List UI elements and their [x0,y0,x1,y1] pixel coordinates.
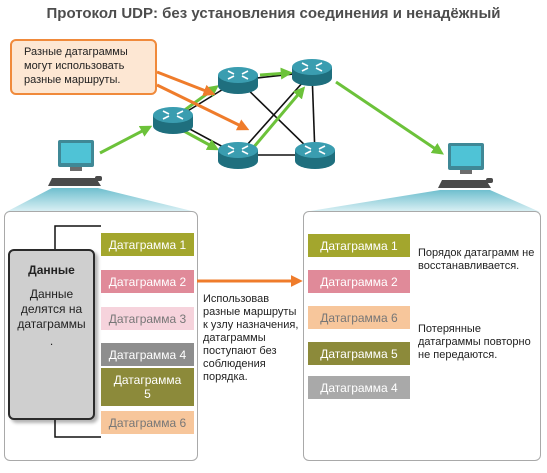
datagram-left: Датаграмма 1 [101,233,194,256]
datagram-left: Датаграмма 2 [101,270,194,293]
datagram-right: Датаграмма 1 [308,234,410,257]
data-dot: . [49,334,54,348]
datagram-right: Датаграмма 4 [308,376,410,399]
data-description: Данные делятся на датаграммы [17,287,86,331]
datagram-right: Датаграмма 6 [308,306,410,329]
lost-note: Потерянные датаграммы повторно не переда… [418,323,531,361]
datagram-right: Датаграмма 2 [308,270,410,293]
datagram-left: Датаграмма 6 [101,411,194,434]
datagram-right: Датаграмма 5 [308,342,410,365]
reorder-explanation: Использовав разные маршруты к узлу назна… [203,293,299,383]
order-note: Порядок датаграмм не восстанавливается. [418,247,535,272]
page-title: Протокол UDP: без установления соединени… [46,5,501,22]
path-arrows [99,67,444,155]
routes-note: Разные датаграммы могут использовать раз… [10,39,157,95]
data-block: Данные Данные делятся на датаграммы . [8,249,95,420]
computer-icon [48,140,102,186]
note-arrows [156,70,250,131]
datagram-left: Датаграмма 4 [101,343,194,366]
datagram-left: Датаграмма 3 [101,307,194,330]
datagram-left: Датаграмма 5 [101,368,194,406]
zoom-cone [304,190,540,212]
data-header: Данные [28,263,75,277]
zoom-cone [6,188,196,212]
computer-icon [438,143,493,188]
